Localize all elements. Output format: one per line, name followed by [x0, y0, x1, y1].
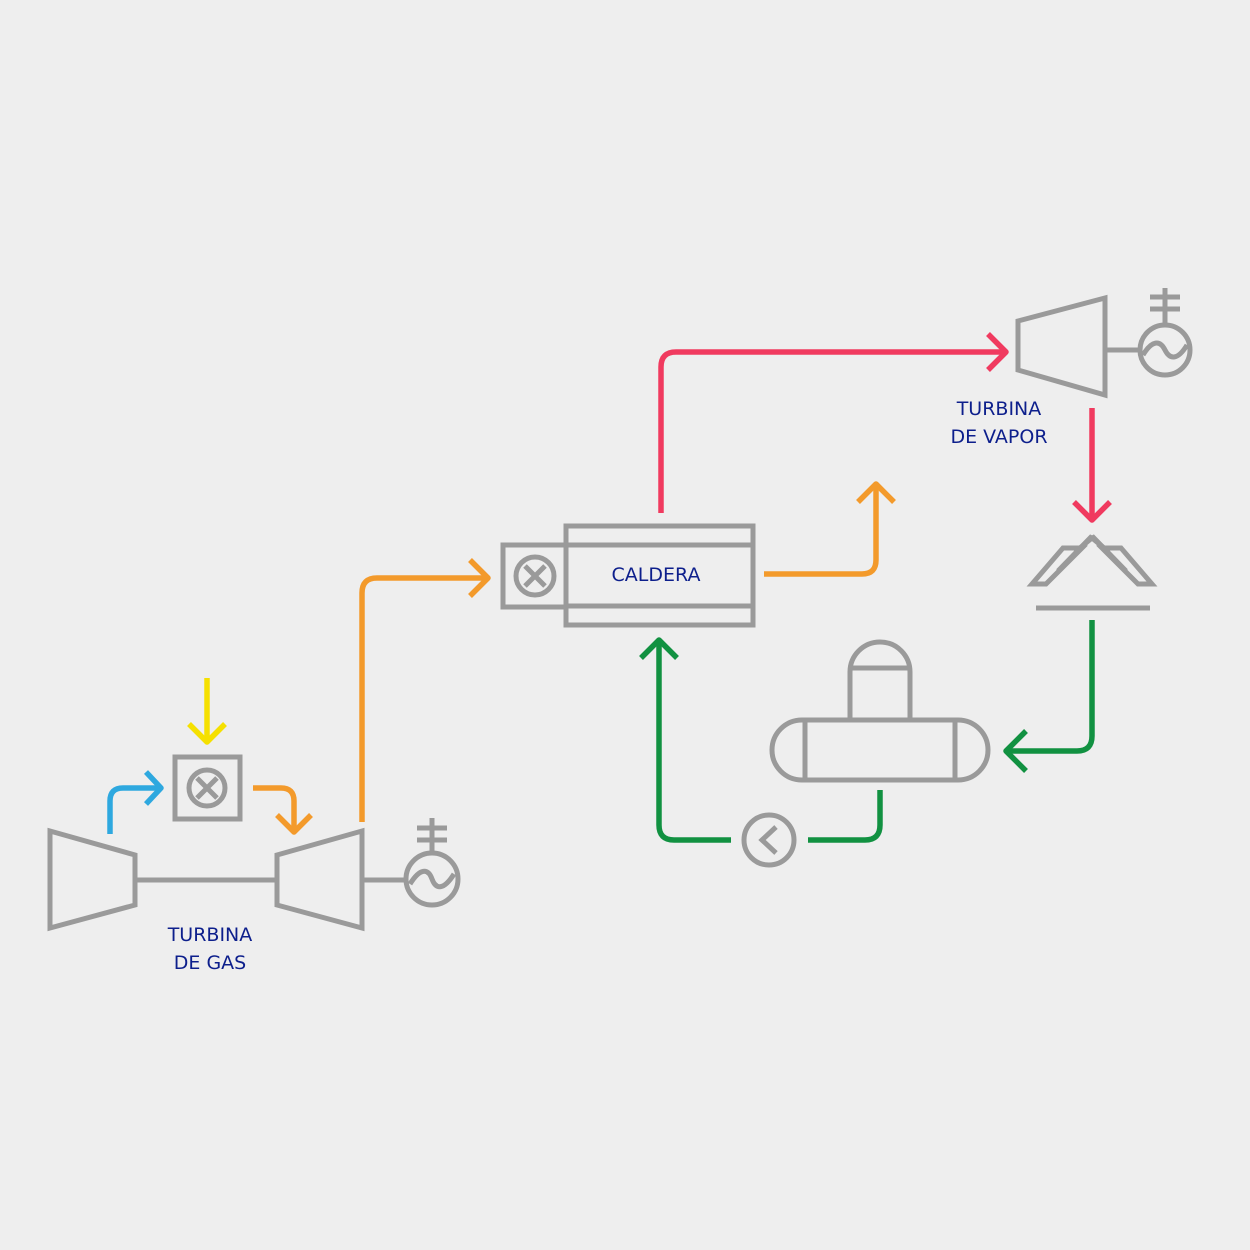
exhaust-gas-to-boiler-arrow: [359, 558, 491, 822]
air-flow-arrow: [107, 770, 164, 834]
condensate-flow-arrow: [1003, 620, 1095, 773]
pump-icon: [741, 812, 797, 868]
boiler-icon: [563, 523, 756, 628]
condenser-icon: [1026, 534, 1158, 611]
steam-turbine-icon: [1015, 294, 1108, 399]
gas-turbine-icon: [274, 827, 365, 932]
feedwater-to-boiler-arrow: [639, 637, 731, 843]
boiler-group: CALDERA: [500, 523, 756, 628]
steam-turbine-group: TURBINA DE VAPOR: [950, 288, 1193, 448]
feedwater-to-pump-line: [808, 790, 883, 843]
steam-generator-icon: [1137, 288, 1193, 378]
gas-turbine-label-1: TURBINA: [167, 924, 253, 946]
combustion-gas-arrow: [253, 785, 313, 835]
steam-to-turbine-arrow: [658, 332, 1009, 513]
steam-turbine-label-1: TURBINA: [956, 398, 1042, 420]
combustor-icon: [172, 754, 243, 822]
compressor-icon: [47, 827, 138, 932]
boiler-burner-icon: [500, 542, 569, 610]
stack-exhaust-arrow: [764, 481, 896, 577]
gas-turbine-group: TURBINA DE GAS: [47, 678, 461, 974]
steam-to-condenser-arrow: [1072, 408, 1112, 523]
gas-turbine-label-2: DE GAS: [174, 952, 246, 974]
fuel-flow-arrow: [187, 678, 227, 745]
boiler-label: CALDERA: [612, 564, 701, 586]
deaerator-tank-icon: [769, 639, 991, 783]
generator-icon: [403, 818, 461, 908]
steam-turbine-label-2: DE VAPOR: [950, 426, 1047, 448]
